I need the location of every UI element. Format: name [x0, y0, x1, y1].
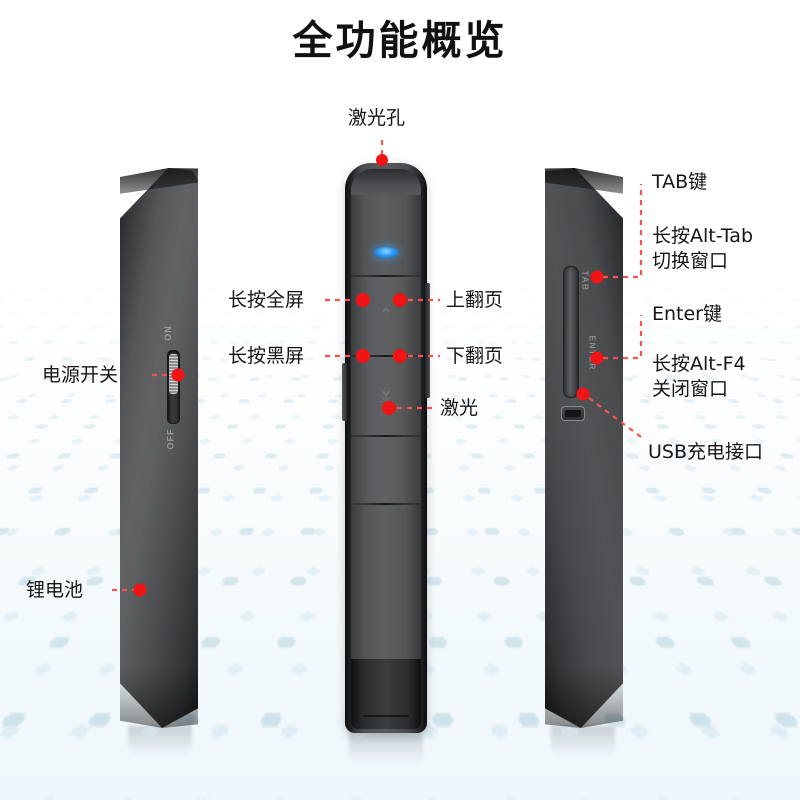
- status-led-indicator: [374, 247, 398, 258]
- device-right-reflection: [551, 726, 615, 756]
- power-on-label: ON: [162, 325, 173, 341]
- device-center-reflection: [349, 730, 423, 764]
- power-off-label: OFF: [165, 428, 176, 450]
- callout-alt-f4-line1: 长按Alt-F4: [652, 353, 746, 375]
- power-switch-knob[interactable]: [169, 354, 178, 394]
- device-left-highlight: [120, 168, 198, 728]
- callout-power-switch: 电源开关: [42, 364, 119, 386]
- callout-laser: 激光: [440, 397, 479, 419]
- device-right-bottom-shade: [545, 668, 623, 728]
- tab-key-label: TAB: [580, 270, 591, 292]
- device-left-reflection: [128, 726, 192, 756]
- callout-usb-charge-port: USB充电接口: [648, 441, 764, 463]
- callout-alt-tab-line2: 切换窗口: [652, 250, 729, 273]
- callout-alt-f4: 长按Alt-F4 关闭窗口: [652, 352, 746, 402]
- callout-alt-tab: 长按Alt-Tab 切换窗口: [652, 224, 753, 274]
- button-separator-top: [351, 275, 421, 277]
- usb-charge-port-icon[interactable]: [561, 406, 585, 421]
- callout-lithium-battery: 锂电池: [26, 579, 84, 601]
- callout-enter-key: Enter键: [652, 303, 722, 325]
- callout-alt-f4-line2: 关闭窗口: [652, 378, 729, 401]
- power-switch-slider[interactable]: [167, 350, 180, 424]
- callout-page-up: 上翻页: [446, 289, 504, 311]
- device-center-left-notch: [342, 363, 347, 421]
- device-left-bottom-shade: [120, 668, 198, 728]
- device-center-front-view: ⌃ ⌄: [342, 163, 430, 733]
- callout-tab-key: TAB键: [652, 171, 708, 193]
- callout-page-down: 下翻页: [446, 345, 504, 367]
- callout-long-press-blackscreen: 长按黑屏: [228, 345, 305, 367]
- page-up-button[interactable]: [351, 277, 421, 355]
- device-center-right-notch: [425, 283, 430, 398]
- button-separator-lower: [351, 503, 421, 505]
- device-center-lower-band: [351, 659, 421, 729]
- chevron-down-icon: ⌄: [378, 380, 394, 399]
- callout-alt-tab-line1: 长按Alt-Tab: [652, 225, 754, 247]
- device-right-side-view: TAB ENTER: [545, 168, 623, 728]
- device-left-body: [120, 168, 198, 728]
- chevron-up-icon: ⌃: [378, 305, 394, 324]
- device-center-top-cap: [351, 169, 421, 195]
- side-key-rail[interactable]: [563, 266, 579, 398]
- device-right-body: [545, 168, 623, 728]
- device-center-foot-line: [363, 715, 409, 717]
- device-left-side-view: ON OFF: [120, 168, 198, 728]
- laser-button[interactable]: [351, 437, 421, 503]
- enter-key-label: ENTER: [587, 335, 598, 371]
- callout-long-press-fullscreen: 长按全屏: [228, 289, 305, 311]
- page-title: 全功能概览: [292, 18, 508, 64]
- laser-icon: [379, 395, 393, 408]
- button-separator-bottom: [351, 435, 421, 437]
- button-separator-middle: [351, 355, 421, 357]
- callout-laser-hole: 激光孔: [348, 107, 406, 129]
